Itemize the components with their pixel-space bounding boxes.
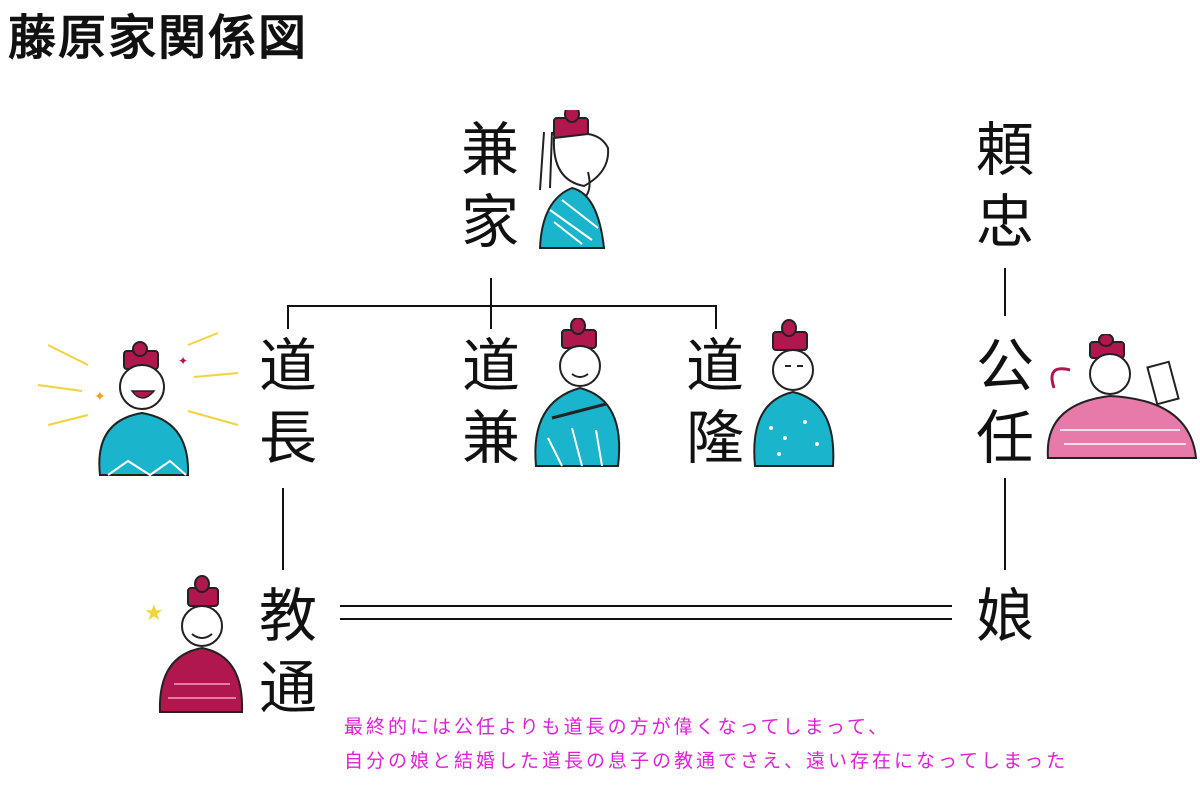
note-line-1: 最終的には公任よりも道長の方が偉くなってしまって、 (344, 716, 891, 738)
line-to-michitaka (715, 305, 717, 329)
kinto-figure (1046, 334, 1198, 459)
name-norimichi: 教通 (258, 582, 317, 722)
michikane-figure (534, 318, 621, 467)
name-musume: 娘 (975, 582, 1034, 650)
kaneie-figure (538, 110, 610, 249)
svg-text:✦: ✦ (178, 354, 188, 368)
marriage-line-top (340, 605, 952, 607)
norimichi-figure: ★ (144, 575, 244, 713)
name-yoritada: 頼忠 (975, 116, 1034, 256)
line-michinaga-norimichi (282, 488, 284, 570)
name-michikane: 道兼 (461, 332, 520, 472)
michinaga-figure: ✦ ✦ (38, 332, 239, 477)
diagram-title: 藤原家関係図 (8, 10, 309, 66)
line-kinto-musume (1004, 478, 1006, 570)
line-children-bar (287, 305, 717, 307)
svg-text:★: ★ (144, 601, 164, 626)
line-to-michinaga (287, 305, 289, 329)
note-line-2: 自分の娘と結婚した道長の息子の教通でさえ、遠い存在になってしまった (344, 750, 1069, 772)
line-kaneie-down (490, 278, 492, 306)
line-to-michikane (490, 305, 492, 329)
name-michinaga: 道長 (258, 332, 317, 472)
marriage-line-bottom (340, 618, 952, 620)
michitaka-figure (753, 319, 835, 467)
name-michitaka: 道隆 (685, 332, 744, 472)
line-yoritada-kinto (1004, 268, 1006, 316)
svg-text:✦: ✦ (94, 389, 106, 405)
name-kaneie: 兼家 (460, 116, 519, 256)
name-kinto: 公任 (975, 332, 1034, 472)
